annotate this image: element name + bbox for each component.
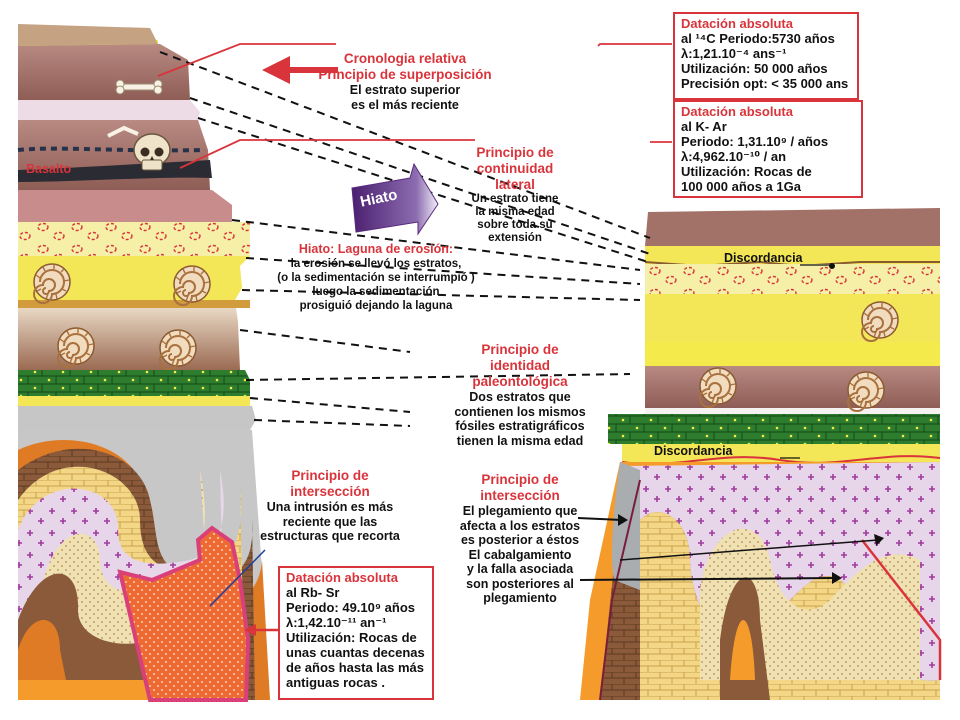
basalt-layer	[18, 160, 212, 182]
layer-pebbles-right	[645, 264, 940, 294]
absolute-dating-rbsr-box: Datación absoluta al Rb- Sr Periodo: 49.…	[278, 566, 434, 700]
absolute-dating-kar-box: Datación absoluta al K- Ar Periodo: 1,31…	[673, 100, 863, 198]
skull-icon	[133, 133, 171, 171]
arrow-right-icon	[351, 162, 439, 236]
arrow-left-icon	[262, 56, 338, 84]
basalt-label: Basalto	[26, 162, 72, 176]
hiatus-explanation: Hiato: Laguna de erosión: la erosión se …	[277, 242, 475, 312]
layer-green-brick-left	[18, 370, 250, 396]
box-title: Datación absoluta	[681, 16, 793, 31]
unconformity-label-bottom: Discordancia	[654, 444, 733, 458]
layer-pebbles-left	[18, 222, 250, 256]
layer-green-brick-right	[608, 414, 940, 444]
fold-plus-right	[630, 462, 940, 681]
intersection-principle-left: Principio de intersección Una intrusión …	[260, 468, 400, 543]
intrusion-body	[117, 525, 251, 702]
lateral-continuity-principle: Principio de continuidad lateral Un estr…	[471, 145, 559, 244]
superposition-principle: Cronologia relativa Principio de superpo…	[318, 51, 492, 112]
box-title: Datación absoluta	[681, 104, 793, 119]
layer-top-brown	[18, 44, 190, 100]
paleontological-identity-principle: Principio de identidad paleontológica Do…	[454, 342, 586, 448]
layer-top-brown-right	[645, 208, 940, 246]
absolute-dating-c14-box: Datación absoluta al ¹⁴C Periodo:5730 añ…	[673, 12, 859, 100]
box-title: Datación absoluta	[286, 570, 398, 585]
grey-wedge-right	[612, 462, 640, 590]
unconformity-label-top: Discordancia	[724, 251, 803, 265]
bone-icon	[115, 79, 163, 95]
intersection-principle-right: Principio de intersección El plegamiento…	[459, 472, 581, 605]
